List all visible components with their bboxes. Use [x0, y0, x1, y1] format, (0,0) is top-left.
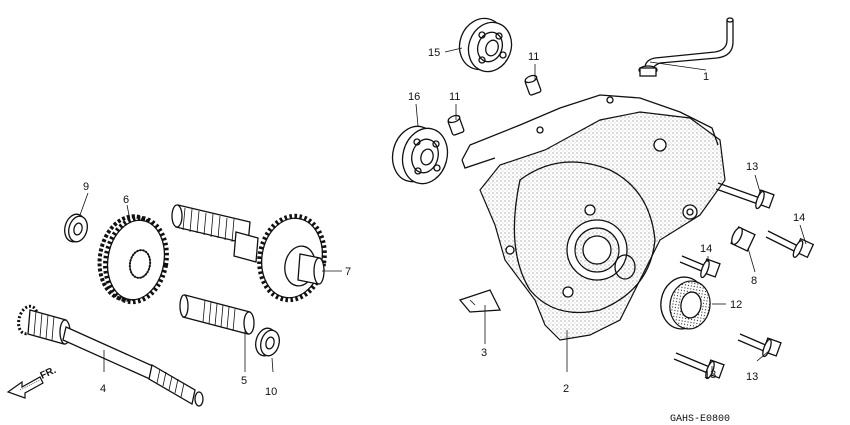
front-direction-arrow-icon	[6, 376, 44, 399]
drain-bolt-8	[730, 226, 756, 252]
dowel-pin-upper	[524, 74, 542, 96]
flange-bolt-13-upper	[715, 182, 775, 210]
callout-4: 4	[100, 383, 106, 395]
gear-6	[97, 214, 169, 305]
leader-lines	[79, 47, 807, 374]
callout-6: 6	[123, 194, 129, 206]
callout-8: 8	[751, 275, 757, 287]
drawing-code: GAHS-E0800	[670, 414, 730, 425]
callout-1: 1	[703, 71, 709, 83]
callout-2: 2	[563, 383, 569, 395]
flange-bolt-13-lower-right	[737, 333, 782, 358]
breather-tube	[638, 17, 734, 77]
callout-15: 15	[428, 47, 440, 59]
oil-seal-12	[660, 276, 711, 330]
bearing-15	[458, 17, 513, 73]
flange-bolt-14-right	[765, 230, 815, 259]
flange-bolt-13-lower-left	[673, 352, 725, 380]
callout-13-upper: 13	[746, 161, 758, 173]
flange-bolt-14-middle	[679, 255, 721, 279]
countershaft-7	[171, 204, 327, 303]
callout-11-lower: 11	[449, 91, 460, 103]
front-direction-label: FR.	[39, 365, 58, 382]
gear-shaft-5	[179, 294, 255, 335]
callout-11-upper: 11	[528, 51, 539, 63]
callout-7: 7	[345, 266, 351, 278]
thrust-washer-9	[64, 213, 88, 243]
callout-9: 9	[83, 181, 89, 193]
callout-10: 10	[265, 386, 277, 398]
bearing-16	[391, 125, 449, 185]
dowel-pin-lower	[447, 114, 465, 136]
callout-13-lower-left: 13	[704, 369, 716, 381]
callout-14-right: 14	[793, 212, 805, 224]
callout-13-lower-right: 13	[746, 371, 758, 383]
thrust-washer-10	[255, 327, 280, 357]
cover-gasket	[458, 94, 719, 313]
callout-12: 12	[730, 299, 742, 311]
transmission-cover	[479, 96, 726, 341]
callout-14-middle: 14	[700, 243, 712, 255]
callout-16: 16	[408, 91, 420, 103]
callout-3: 3	[481, 347, 487, 359]
callout-5: 5	[241, 375, 247, 387]
drive-shaft-4	[17, 304, 204, 407]
